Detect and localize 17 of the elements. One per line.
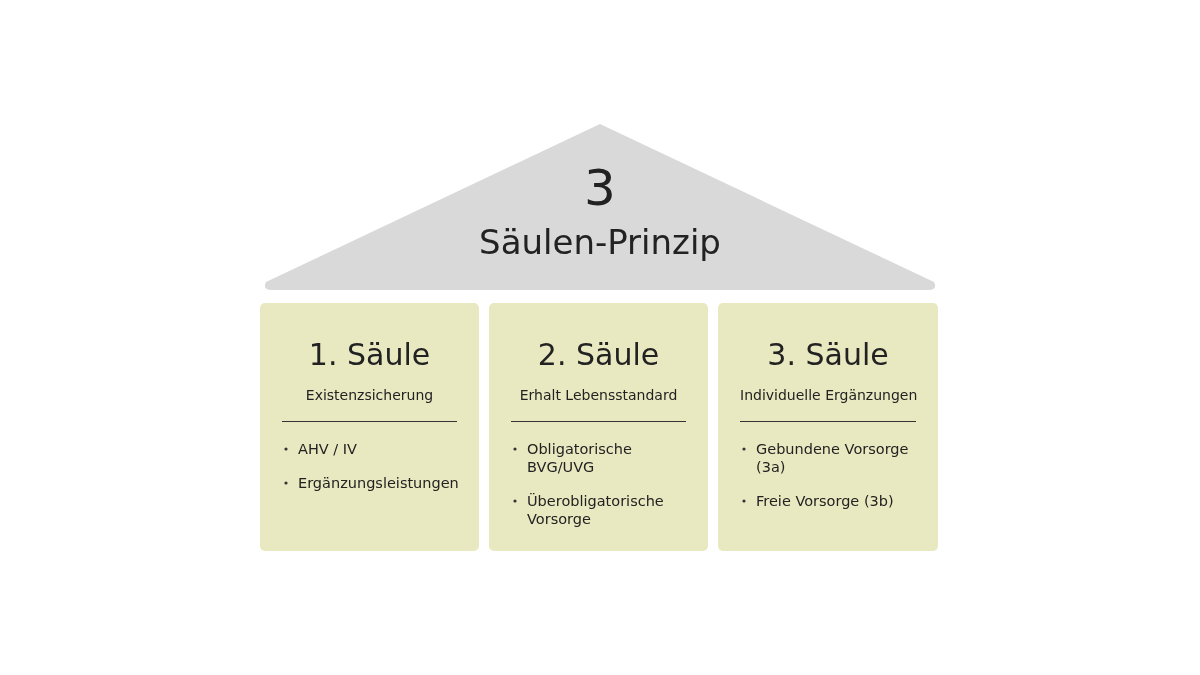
list-item: Ergänzungsleistungen <box>298 475 459 491</box>
pillar-subtitle: Individuelle Ergänzungen <box>740 387 918 403</box>
list-item: Gebundene Vorsorge (3a) <box>756 441 909 475</box>
pillar-heading: 2. Säule <box>537 337 660 373</box>
list-item: Obligatorische BVG/UVG <box>527 441 632 475</box>
roof-title: Säulen-Prinzip <box>479 222 721 262</box>
pillar-card <box>260 303 479 551</box>
pillar-card <box>718 303 938 551</box>
roof-number: 3 <box>584 160 616 216</box>
pillar-subtitle: Erhalt Lebensstandard <box>519 387 678 403</box>
list-item: AHV / IV <box>298 441 358 457</box>
list-item: Freie Vorsorge (3b) <box>756 493 894 509</box>
pillar-heading: 3. Säule <box>767 337 889 373</box>
pillar-heading: 1. Säule <box>308 337 431 373</box>
pillar-subtitle: Existenzsicherung <box>305 387 434 403</box>
pillar-card <box>489 303 708 551</box>
list-item: Überobligatorische Vorsorge <box>527 493 664 527</box>
